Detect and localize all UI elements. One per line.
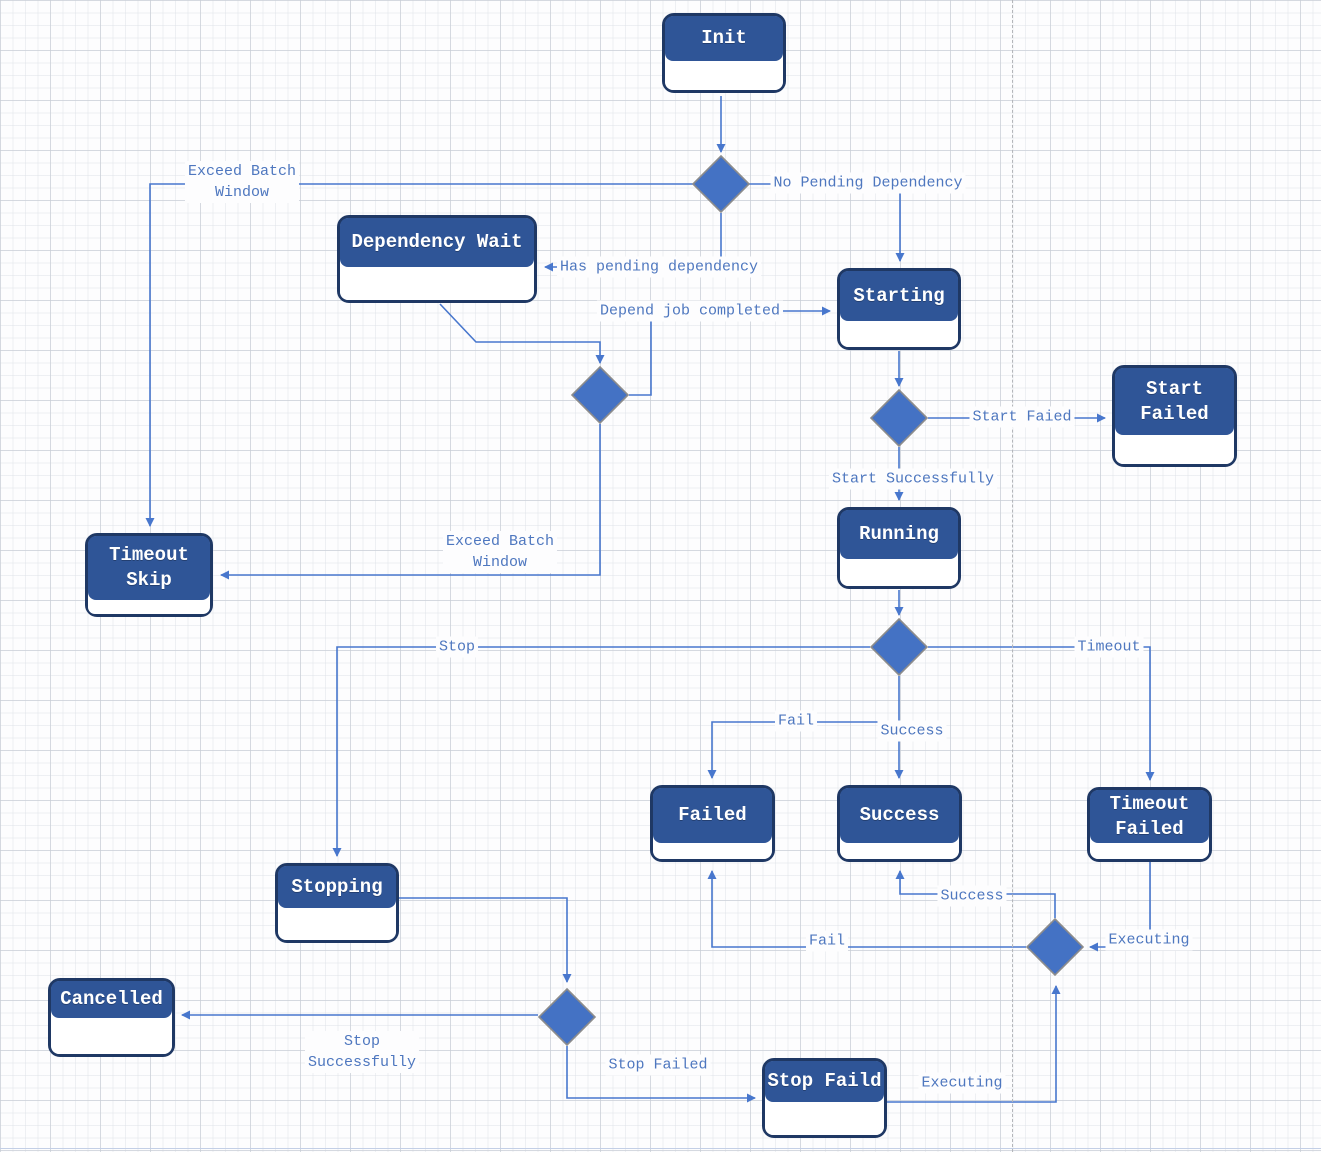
state-dependency-wait[interactable]: Dependency Wait [337, 215, 537, 303]
edge-label-start-successfully[interactable]: Start Successfully [828, 468, 998, 490]
state-timeout-failed-title: Timeout Failed [1090, 790, 1209, 843]
edge-label-start-faied[interactable]: Start Faied [969, 406, 1075, 428]
decision-running-diamond[interactable] [869, 617, 929, 677]
decision-dependency-diamond[interactable] [570, 365, 630, 425]
state-cancelled[interactable]: Cancelled [48, 978, 175, 1057]
state-failed[interactable]: Failed [650, 785, 775, 862]
state-starting[interactable]: Starting [837, 268, 961, 350]
state-success-body [840, 843, 959, 859]
edge-label-stop-successfully[interactable]: Stop Successfully [304, 1031, 420, 1073]
state-stopping-title: Stopping [278, 866, 396, 908]
decision-stop-diamond[interactable] [537, 987, 597, 1047]
edge-decision-to-failed[interactable] [707, 721, 899, 779]
edge-dependency-wait-to-decision[interactable] [439, 303, 605, 364]
state-starting-body [840, 321, 958, 347]
edge-dependency-decision-to-timeout-skip[interactable] [220, 424, 601, 580]
decision-executing-diamond[interactable] [1025, 917, 1085, 977]
state-start-failed-body [1115, 435, 1234, 464]
edge-label-timeout[interactable]: Timeout [1074, 636, 1144, 658]
decision-start-diamond[interactable] [869, 388, 929, 448]
state-init-body [665, 61, 783, 90]
edge-label-success-2[interactable]: Success [937, 885, 1007, 907]
state-init-title: Init [665, 16, 783, 61]
state-stop-faild[interactable]: Stop Faild [762, 1058, 887, 1138]
state-stop-faild-body [765, 1102, 884, 1135]
edge-label-executing-2[interactable]: Executing [918, 1072, 1006, 1094]
edge-label-has-pending-dependency[interactable]: Has pending dependency [556, 256, 762, 278]
state-start-failed[interactable]: Start Failed [1112, 365, 1237, 467]
state-stop-faild-title: Stop Faild [765, 1061, 884, 1102]
decision-init-diamond[interactable] [691, 154, 751, 214]
edge-dependency-decision-to-starting[interactable] [629, 306, 831, 396]
edge-label-fail-2[interactable]: Fail [805, 930, 849, 952]
page-divider-line [1012, 0, 1013, 1152]
edge-stop-decision-to-stop-faild[interactable] [566, 1046, 756, 1103]
state-init[interactable]: Init [662, 13, 786, 93]
edge-executing-decision-to-failed[interactable] [707, 870, 1026, 948]
state-dependency-wait-title: Dependency Wait [340, 218, 534, 267]
state-failed-body [653, 843, 772, 859]
edge-label-no-pending-dependency[interactable]: No Pending Dependency [770, 172, 966, 194]
edge-decision-to-timeout-failed[interactable] [928, 646, 1155, 781]
state-timeout-failed-body [1090, 843, 1209, 859]
edge-label-executing-1[interactable]: Executing [1105, 929, 1193, 951]
edge-decision-to-starting[interactable] [749, 183, 905, 262]
edge-stopping-to-stop-decision[interactable] [399, 897, 572, 983]
state-timeout-skip[interactable]: Timeout Skip [85, 533, 213, 617]
state-running-title: Running [840, 510, 958, 559]
page-bottom-line [0, 1148, 1321, 1149]
state-dependency-wait-body [340, 267, 534, 300]
state-start-failed-title: Start Failed [1115, 368, 1234, 435]
state-stopping[interactable]: Stopping [275, 863, 399, 943]
edge-label-depend-job-completed[interactable]: Depend job completed [596, 300, 784, 322]
state-timeout-skip-body [88, 600, 210, 614]
edge-label-exceed-batch-window-1[interactable]: Exceed Batch Window [184, 161, 300, 203]
state-timeout-skip-title: Timeout Skip [88, 536, 210, 600]
edge-label-stop[interactable]: Stop [435, 636, 479, 658]
state-success[interactable]: Success [837, 785, 962, 862]
edge-decision-to-stopping[interactable] [332, 646, 870, 857]
edge-label-exceed-batch-window-2[interactable]: Exceed Batch Window [442, 531, 558, 573]
state-cancelled-title: Cancelled [51, 981, 172, 1018]
state-running-body [840, 559, 958, 586]
state-success-title: Success [840, 788, 959, 843]
edge-stop-faild-to-executing-decision[interactable] [887, 985, 1061, 1103]
edge-label-stop-failed[interactable]: Stop Failed [605, 1054, 711, 1076]
state-failed-title: Failed [653, 788, 772, 843]
state-starting-title: Starting [840, 271, 958, 321]
state-running[interactable]: Running [837, 507, 961, 589]
edge-label-fail-1[interactable]: Fail [774, 710, 818, 732]
state-cancelled-body [51, 1018, 172, 1054]
edge-decision-to-timeout-skip[interactable] [145, 183, 693, 527]
state-timeout-failed[interactable]: Timeout Failed [1087, 787, 1212, 862]
edge-label-success-1[interactable]: Success [877, 720, 947, 742]
state-stopping-body [278, 908, 396, 940]
